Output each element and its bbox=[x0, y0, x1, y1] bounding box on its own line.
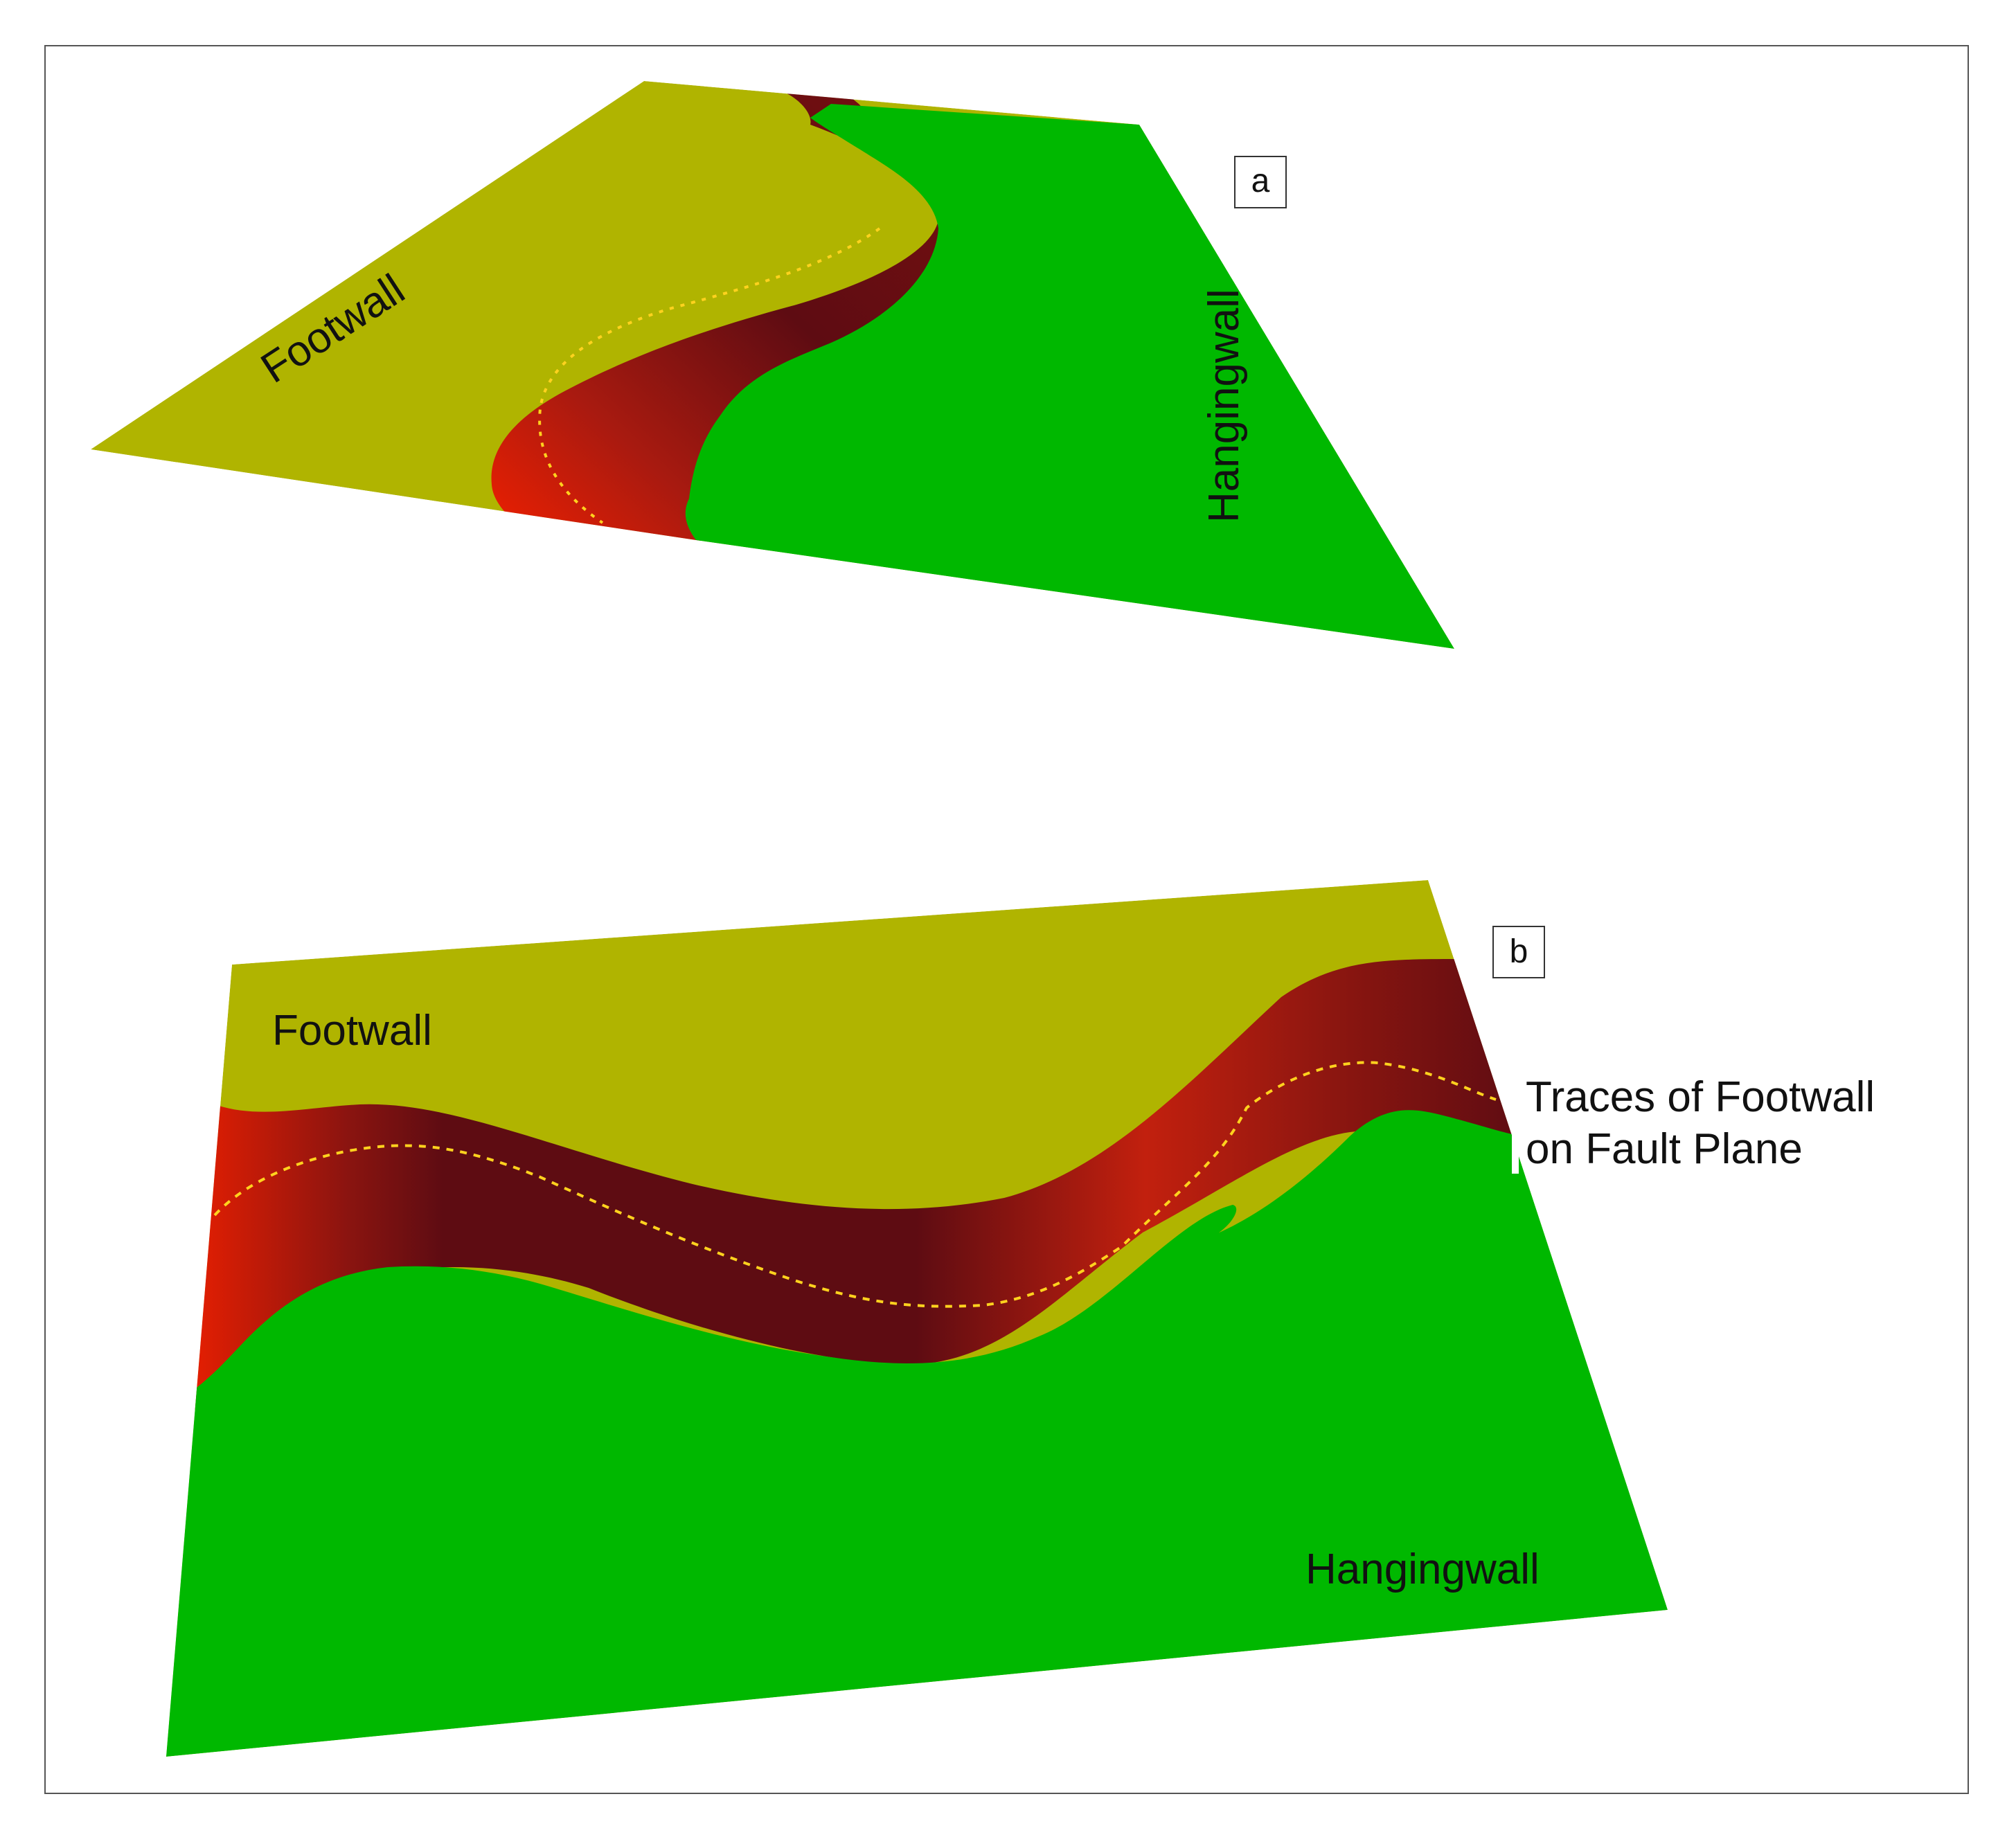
panel-b-hangingwall-surface bbox=[166, 1110, 1668, 1757]
panel-a-hangingwall-surface bbox=[685, 104, 1454, 649]
panel-a: a Footwall Hangingwall bbox=[91, 81, 1454, 649]
panel-b-annotation-line2: on Fault Plane bbox=[1526, 1125, 1803, 1173]
panel-b-label-box bbox=[1492, 926, 1545, 978]
panel-b-annotation-line1: Traces of Footwall bbox=[1526, 1073, 1875, 1121]
panel-a-label-box bbox=[1234, 156, 1287, 208]
panel-b-label: b bbox=[1510, 933, 1528, 970]
panel-b-footwall-label: Footwall bbox=[272, 1007, 432, 1055]
panel-a-footwall-trace bbox=[538, 227, 881, 524]
panel-b-hangingwall-label: Hangingwall bbox=[1305, 1545, 1540, 1593]
panel-a-label: a bbox=[1251, 163, 1270, 199]
panel-b-annotation-mask bbox=[1512, 1070, 1519, 1174]
panel-b-fault-plane bbox=[173, 959, 1524, 1419]
panel-b: b Footwall Hangingwall Traces of Footwal… bbox=[166, 880, 1875, 1757]
panel-a-fault-plane bbox=[491, 81, 987, 547]
panel-b-footwall-trace bbox=[213, 1061, 1497, 1308]
panel-a-hangingwall-label: Hangingwall bbox=[1200, 289, 1248, 523]
frame-border bbox=[44, 45, 1969, 1794]
